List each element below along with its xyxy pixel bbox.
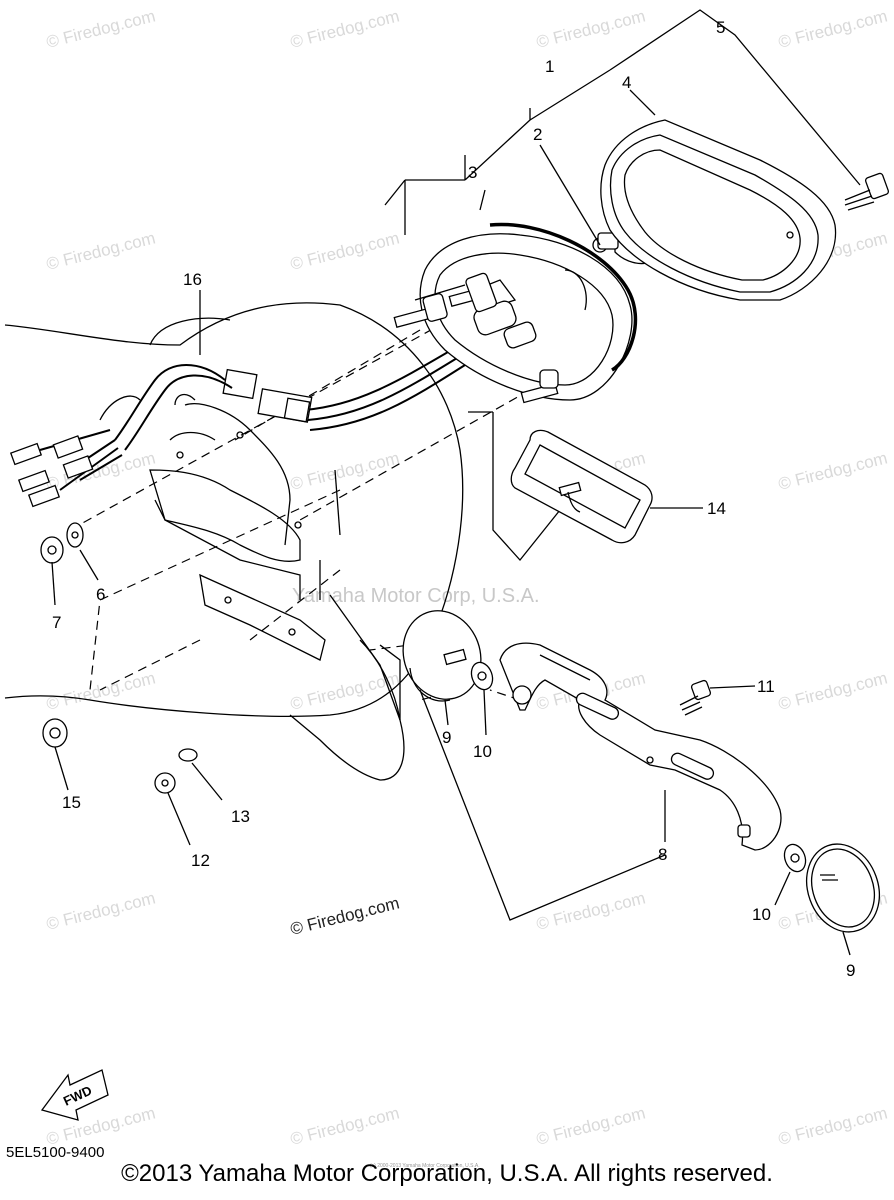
watermark-dark: © Firedog.com: [288, 893, 401, 938]
screw: [844, 172, 890, 211]
lens: [600, 119, 837, 301]
callout-3: 3: [468, 163, 477, 182]
callouts: 1 2 3 4 5 6 7 8 9 9 10 10 11 12 13 14 15…: [52, 18, 855, 980]
watermark: © Firedog.com: [44, 6, 157, 51]
center-watermark: Yamaha Motor Corp, U.S.A.: [292, 585, 540, 607]
callout-4: 4: [622, 73, 631, 92]
watermark: © Firedog.com: [44, 228, 157, 273]
callout-13: 13: [231, 807, 250, 826]
callout-2: 2: [533, 125, 542, 144]
callout-16: 16: [183, 270, 202, 289]
callout-12: 12: [191, 851, 210, 870]
side-reflector-left: [402, 610, 482, 702]
nut-15: [42, 718, 68, 748]
watermark: © Firedog.com: [534, 888, 647, 933]
watermark: © Firedog.com: [776, 668, 889, 713]
callout-14: 14: [707, 499, 726, 518]
copyright-notice: ©2013 Yamaha Motor Corporation, U.S.A. A…: [121, 1160, 773, 1187]
callout-7: 7: [52, 613, 61, 632]
watermark: © Firedog.com: [776, 6, 889, 51]
callout-6: 6: [96, 585, 105, 604]
callout-9-left: 9: [442, 728, 451, 747]
washer-left: [470, 661, 494, 691]
washer-right: [783, 843, 807, 873]
nut-12: [154, 772, 176, 794]
taillight-housing: [393, 222, 638, 404]
callout-8: 8: [658, 845, 667, 864]
nut-7: [40, 536, 64, 564]
diagram-code: 5EL5100-9400: [6, 1144, 104, 1161]
watermark: © Firedog.com: [534, 1103, 647, 1148]
license-reflector: [510, 429, 653, 544]
rear-fender: [4, 302, 464, 781]
watermark: © Firedog.com: [288, 6, 401, 51]
callout-1: 1: [545, 57, 554, 76]
watermark: © Firedog.com: [776, 1103, 889, 1148]
watermark: © Firedog.com: [288, 448, 401, 493]
callout-15: 15: [62, 793, 81, 812]
callout-10-right: 10: [752, 905, 771, 924]
bracket: [499, 642, 782, 851]
watermark: © Firedog.com: [288, 1103, 401, 1148]
callout-5: 5: [716, 18, 725, 37]
leader-lines: [51, 9, 861, 956]
callout-11: 11: [757, 677, 775, 696]
tiny-copyright: (c) 2000-2013 Yamaha Motor Corporation, …: [370, 1163, 480, 1169]
watermark: © Firedog.com: [534, 6, 647, 51]
callout-10-left: 10: [473, 742, 492, 761]
wiring-harness: [9, 344, 466, 508]
side-reflector-right: [806, 843, 880, 933]
washer-13: [178, 748, 198, 762]
bolt: [679, 679, 712, 716]
fwd-arrow: FWD: [40, 1069, 109, 1121]
watermark: © Firedog.com: [288, 228, 401, 273]
callout-9-right: 9: [846, 961, 855, 980]
assembly-lines: [69, 299, 666, 921]
watermark: © Firedog.com: [44, 888, 157, 933]
watermark: © Firedog.com: [776, 448, 889, 493]
washer-6: [66, 522, 84, 548]
